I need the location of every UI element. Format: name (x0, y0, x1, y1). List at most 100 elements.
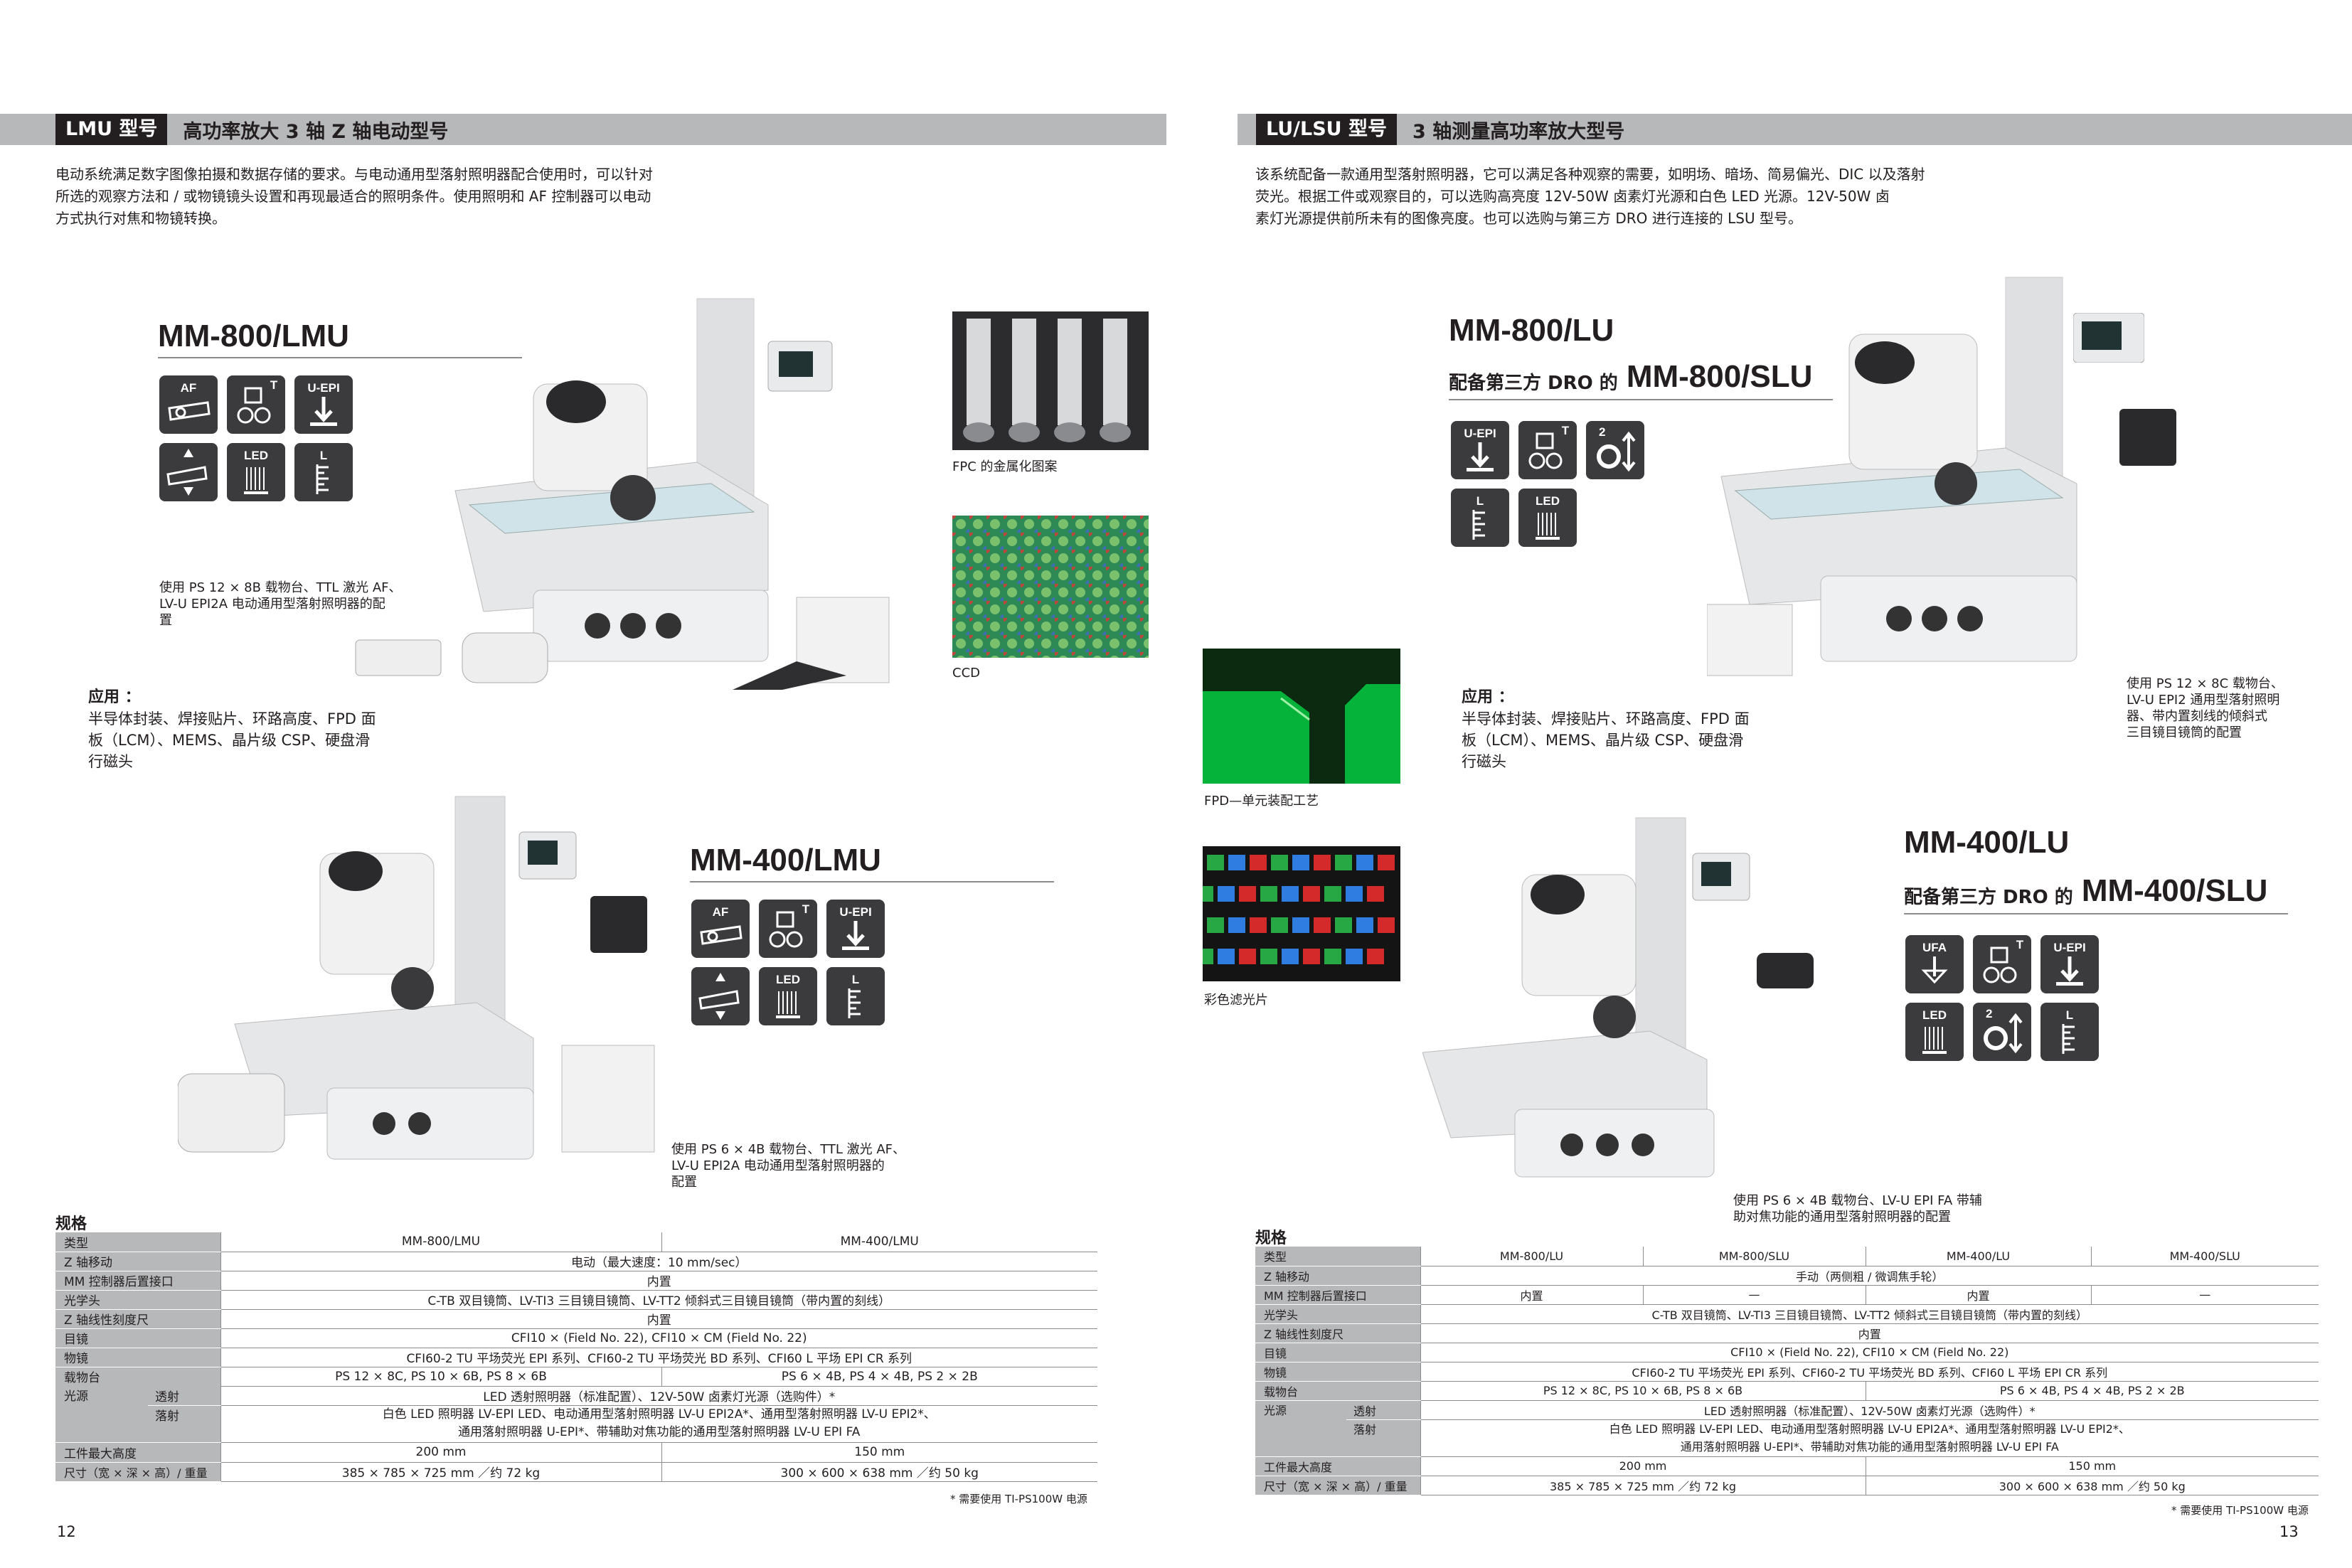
table-cell: CFI10 × (Field No. 22), CFI10 × CM (Fiel… (1420, 1343, 2319, 1362)
left-application: 应用 ： 半导体封装、焊接贴片、环路高度、FPD 面板（LCM）、MEMS、晶片… (88, 688, 376, 770)
right-spec-note: * 需要使用 TI-PS100W 电源 (2171, 1504, 2309, 1517)
table-cell: LED 透射照明器（标准配置）、12V-50W 卤素灯光源（选购件）* (1420, 1400, 2319, 1420)
table-cell: MM 控制器后置接口 (1255, 1285, 1420, 1305)
table-cell: 150 mm (661, 1443, 1097, 1463)
ccd-sample-image (952, 516, 1149, 658)
fpc-caption: FPC 的金属化图案 (952, 459, 1058, 474)
left-spec-note: * 需要使用 TI-PS100W 电源 (950, 1493, 1087, 1505)
table-cell: 透射 (148, 1386, 220, 1406)
two-speed-focus-icon: 2 (1586, 421, 1644, 479)
motorized-z-icon (691, 967, 750, 1025)
table-cell: PS 12 × 8C, PS 10 × 6B, PS 8 × 6B (220, 1367, 661, 1387)
table-cell: 载物台 (55, 1367, 220, 1387)
ufa-icon: UFA (1905, 935, 1964, 993)
table-cell: Z 轴移动 (55, 1252, 220, 1271)
trinocular-icon: T (759, 900, 817, 958)
page-number-right: 13 (2279, 1523, 2299, 1540)
motorized-z-icon (159, 443, 218, 501)
led-icon: LED (1518, 489, 1577, 547)
table-cell: C-TB 双目镜筒、LV-TI3 三目镜目镜筒、LV-TT2 倾斜式三目镜目镜筒… (220, 1290, 1097, 1310)
table-cell: 工件最大高度 (55, 1443, 220, 1463)
table-cell: 内置 (220, 1309, 1097, 1329)
table-cell: 尺寸（宽 × 深 × 高）/ 重量 (1255, 1476, 1420, 1495)
table-row: Z 轴线性刻度尺内置 (1255, 1323, 2319, 1343)
table-cell: 150 mm (1865, 1456, 2319, 1476)
table-row: 落射白色 LED 照明器 LV-EPI LED、电动通用型落射照明器 LV-U … (1255, 1419, 2319, 1457)
intro-line: 方式执行对焦和物镜转换。 (55, 210, 226, 227)
table-cell: Z 轴线性刻度尺 (1255, 1323, 1420, 1343)
table-row: MM 控制器后置接口内置—内置— (1255, 1285, 2319, 1305)
table-cell: 目镜 (1255, 1343, 1420, 1362)
trinocular-icon: T (1518, 421, 1577, 479)
mm800-lmu-photo (355, 298, 890, 690)
trinocular-icon: T (1973, 935, 2031, 993)
table-row: Z 轴移动手动（两侧粗 / 微调焦手轮） (1255, 1266, 2319, 1286)
intro-line: 荧光。根据工件或观察目的，可以选购高亮度 12V-50W 卤素灯光源和白色 LE… (1255, 188, 1890, 205)
table-cell: 内置 (1420, 1285, 1643, 1305)
table-cell: Z 轴线性刻度尺 (55, 1309, 220, 1329)
table-cell: — (2090, 1285, 2319, 1305)
two-speed-focus-icon: 2 (1973, 1003, 2031, 1061)
application-label: 应用 ： (1462, 688, 1514, 706)
linear-scale-icon: L (2040, 1003, 2099, 1061)
linear-scale-icon: L (1451, 489, 1509, 547)
mm400-lu-photo (1422, 817, 1814, 1178)
table-row: Z 轴移动电动（最大速度：10 mm/sec） (55, 1252, 1097, 1271)
led-icon: LED (227, 443, 285, 501)
table-cell: 手动（两侧粗 / 微调焦手轮） (1420, 1266, 2319, 1286)
ccd-caption: CCD (952, 666, 980, 681)
table-cell: CFI60-2 TU 平场荧光 EPI 系列、CFI60-2 TU 平场荧光 B… (1420, 1362, 2319, 1382)
table-cell: 光学头 (1255, 1304, 1420, 1324)
table-cell: 内置 (1865, 1285, 2091, 1305)
u-epi-icon: U-EPI (294, 375, 353, 434)
mm400-lmu-caption: 使用 PS 6 × 4B 载物台、TTL 激光 AF、LV-U EPI2A 电动… (671, 1142, 906, 1190)
table-cell: MM 控制器后置接口 (55, 1271, 220, 1291)
table-cell: 385 × 785 × 725 mm ／约 72 kg (1420, 1476, 1866, 1495)
mm800-lu-dro-display (2073, 313, 2144, 363)
table-cell: C-TB 双目镜筒、LV-TI3 三目镜目镜筒、LV-TT2 倾斜式三目镜目镜筒… (1420, 1304, 2319, 1324)
mm800-lmu-caption: 使用 PS 12 × 8B 载物台、TTL 激光 AF、LV-U EPI2A 电… (159, 580, 402, 628)
table-cell: 电动（最大速度：10 mm/sec） (220, 1252, 1097, 1271)
color-filter-caption: 彩色滤光片 (1204, 993, 1268, 1008)
u-epi-icon: U-EPI (1451, 421, 1509, 479)
page-number-left: 12 (57, 1523, 76, 1540)
intro-line: 电动系统满足数字图像拍摄和数据存储的要求。与电动通用型落射照明器配合使用时，可以… (55, 166, 653, 183)
intro-line: 所选的观察方法和 / 或物镜镜头设置和再现最适合的照明条件。使用照明和 AF 控… (55, 188, 651, 205)
right-section-title: 3 轴测量高功率放大型号 (1412, 120, 1625, 143)
right-intro: 该系统配备一款通用型落射照明器，它可以满足各种观察的需要，如明场、暗场、简易偏光… (1255, 164, 2038, 230)
u-epi-icon: U-EPI (2040, 935, 2099, 993)
af-icon: AF (159, 375, 218, 434)
right-section-header: LU/LSU 型号 3 轴测量高功率放大型号 (1238, 114, 2352, 145)
table-cell: MM-400/LU (1865, 1247, 2091, 1266)
table-cell: MM-400/LMU (661, 1232, 1097, 1252)
table-cell: 光源 (55, 1386, 148, 1443)
table-cell: 物镜 (1255, 1362, 1420, 1382)
table-cell: 载物台 (1255, 1381, 1420, 1401)
model-title-mm800-lu: MM-800/LU (1449, 313, 1614, 348)
table-cell: 物镜 (55, 1348, 220, 1367)
table-cell: 落射 (1346, 1419, 1420, 1457)
fpd-sample-image (1203, 649, 1400, 784)
left-section-tag: LMU 型号 (55, 114, 168, 145)
table-row: Z 轴线性刻度尺内置 (55, 1309, 1097, 1329)
left-section-header: LMU 型号 高功率放大 3 轴 Z 轴电动型号 (0, 114, 1166, 145)
table-cell: 300 × 600 × 638 mm ／约 50 kg (661, 1462, 1097, 1482)
